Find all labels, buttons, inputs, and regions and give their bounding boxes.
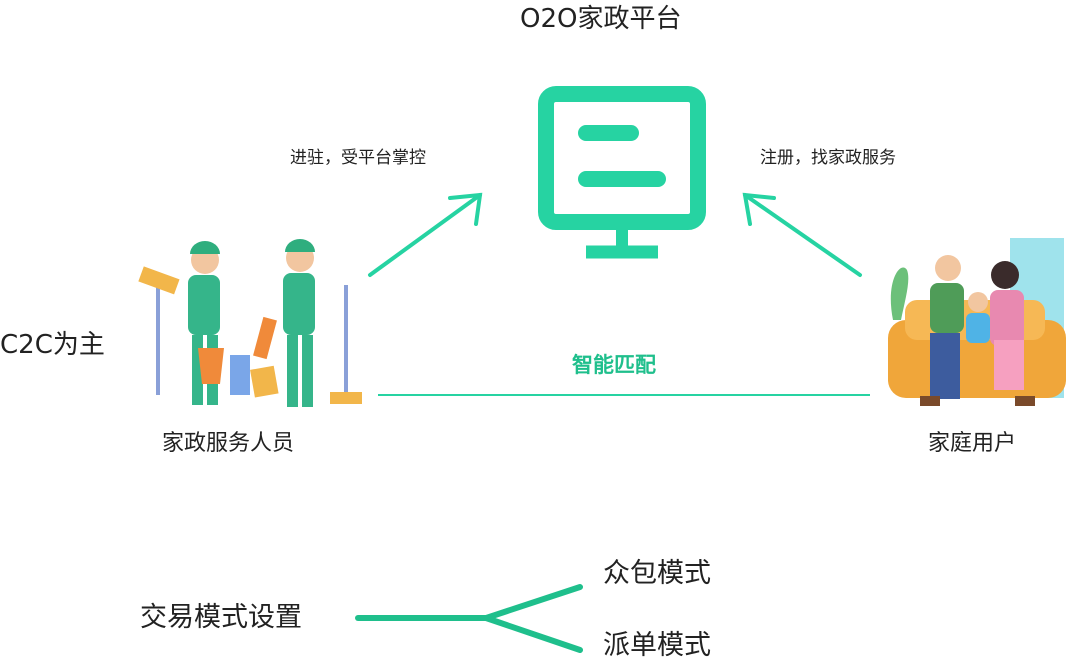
- right-arrow: [742, 192, 862, 277]
- trade-mode-branch: [355, 584, 583, 653]
- left-arrow-label: 进驻，受平台掌控: [290, 148, 426, 168]
- right-arrow-label: 注册，找家政服务: [760, 148, 896, 168]
- workers-label: 家政服务人员: [162, 431, 295, 456]
- c2c-label: C2C为主: [0, 330, 105, 360]
- trade-mode-root: 交易模式设置: [140, 602, 302, 633]
- trade-mode-crowdsource: 众包模式: [603, 558, 711, 589]
- family-illustration: [888, 238, 1066, 406]
- trade-mode-dispatch: 派单模式: [603, 630, 711, 661]
- workers-illustration: [138, 239, 362, 407]
- page-title: O2O家政平台: [520, 4, 682, 34]
- family-label: 家庭用户: [928, 431, 1017, 456]
- match-label: 智能匹配: [572, 353, 656, 377]
- left-arrow: [368, 192, 483, 277]
- monitor-icon: [538, 86, 706, 259]
